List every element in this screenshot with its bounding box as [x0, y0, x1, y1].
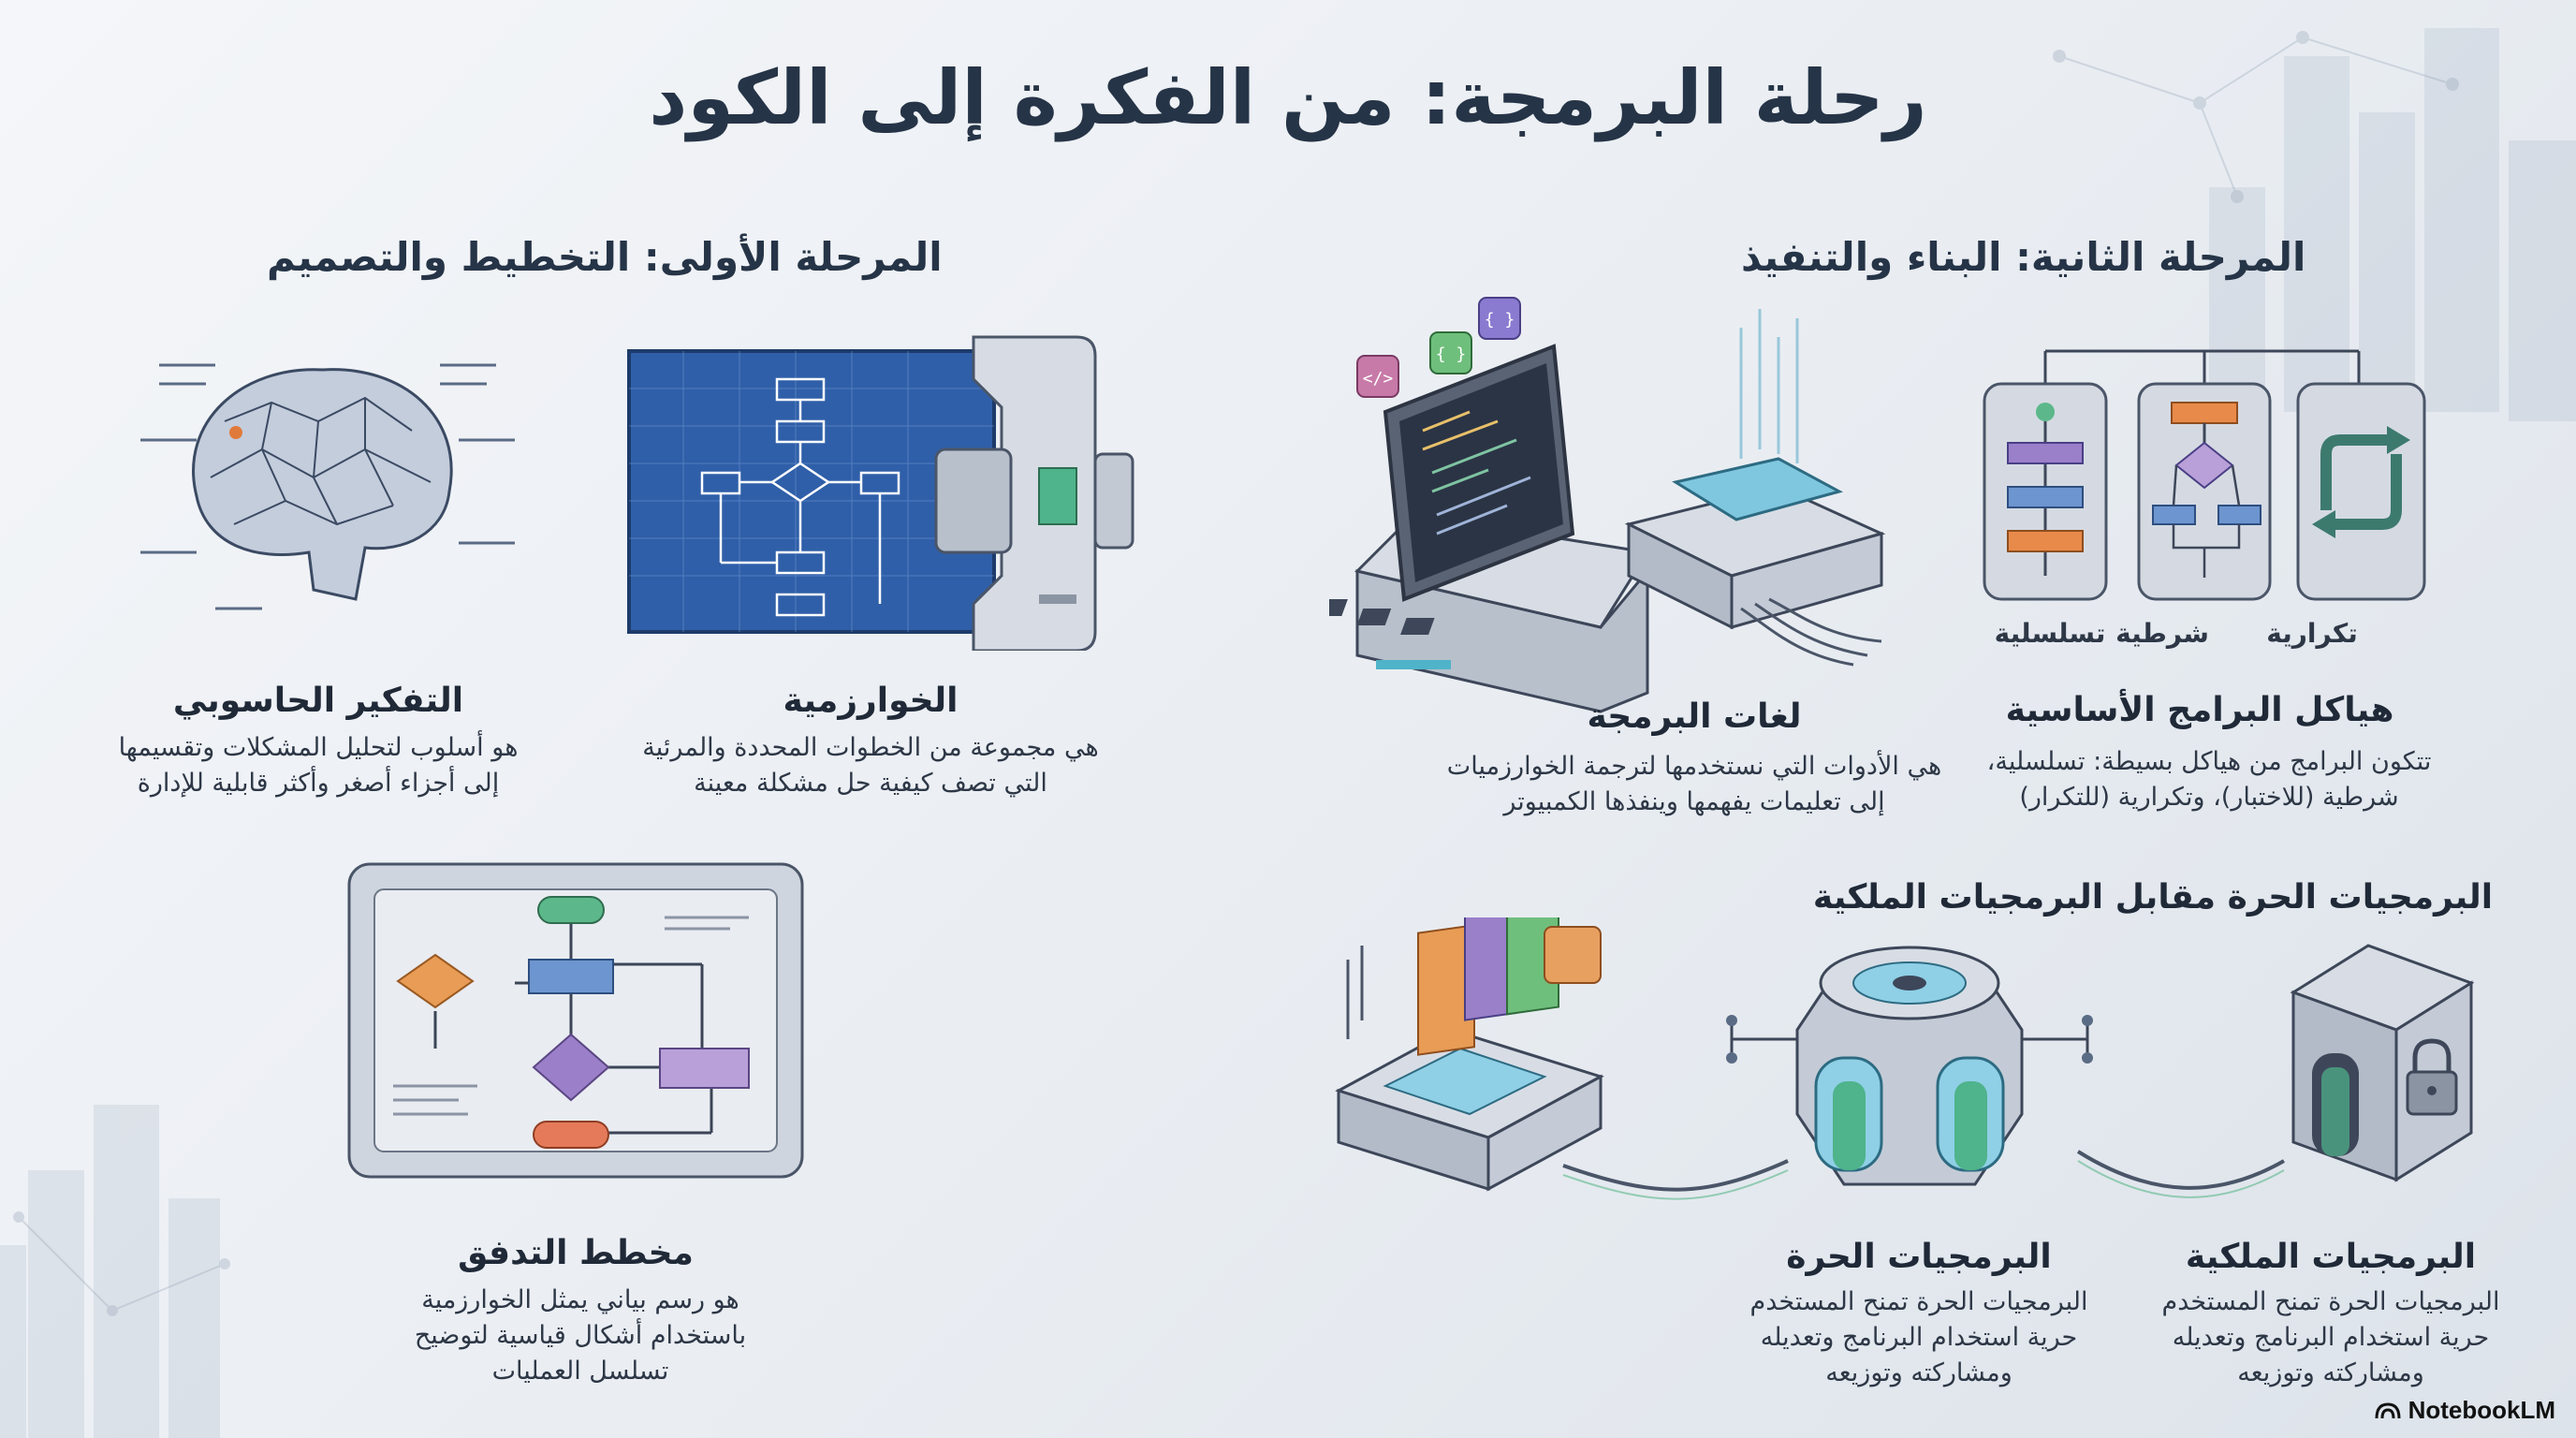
program-structures-title: هياكل البرامج الأساسية	[2005, 691, 2394, 729]
programming-computer-icon: </> { } { }	[1329, 297, 1886, 713]
desc-line: إلى أجزاء أصغر وأكثر قابلية للإدارة	[137, 769, 500, 798]
flowchart-title: مخطط التدفق	[458, 1234, 694, 1272]
computational-thinking-title: التفكير الحاسوبي	[172, 682, 464, 720]
algorithm-blueprint-icon	[627, 335, 1134, 651]
badge-code: </>	[1363, 369, 1394, 389]
free-software-title: البرمجيات الحرة	[1786, 1238, 2052, 1276]
algorithm-desc: هي مجموعة من الخطوات المحددة والمرئية ال…	[618, 730, 1123, 801]
badge-brace-purple: { }	[1485, 310, 1515, 330]
loop-arrow-icon	[2387, 426, 2410, 454]
program-structures-icon	[1983, 349, 2426, 601]
loop-arrow-icon	[2312, 510, 2335, 538]
brace-icon	[1478, 297, 1521, 340]
computational-thinking-desc: هو أسلوب لتحليل المشكلات وتقسيمها إلى أج…	[94, 730, 543, 801]
desc-line: البرمجيات الحرة تمنح المستخدم	[2161, 1287, 2500, 1316]
brain-icon	[140, 363, 515, 610]
flowchart-tablet-icon	[347, 862, 804, 1179]
desc-line: حرية استخدام البرنامج وتعديله	[2172, 1323, 2490, 1352]
proprietary-software-title: البرمجيات الملكية	[2185, 1238, 2477, 1276]
desc-line: هي مجموعة من الخطوات المحددة والمرئية	[642, 733, 1099, 762]
desc-line: باستخدام أشكال قياسية لتوضيح	[414, 1321, 747, 1350]
desc-line: حرية استخدام البرنامج وتعديله	[1760, 1323, 2078, 1352]
algorithm-title: الخوارزمية	[783, 682, 959, 720]
desc-line: هو رسم بياني يمثل الخوارزمية	[421, 1285, 739, 1314]
phase-one-heading: المرحلة الأولى: التخطيط والتصميم	[267, 234, 943, 280]
sequential-label: تسلسلية	[1994, 618, 2106, 649]
conditional-card	[2137, 382, 2272, 601]
programming-languages-desc: هي الأدوات التي نستخدمها لترجمة الخوارزم…	[1404, 749, 1984, 820]
desc-line: تتكون البرامج من هياكل بسيطة: تسلسلية،	[1986, 747, 2432, 776]
programming-languages-title: لغات البرمجة	[1587, 697, 1802, 736]
desc-line: البرمجيات الحرة تمنح المستخدم	[1749, 1287, 2088, 1316]
brace-icon	[1429, 331, 1472, 374]
code-tag-icon	[1356, 355, 1399, 398]
desc-line: هي الأدوات التي نستخدمها لترجمة الخوارزم…	[1446, 752, 1942, 781]
program-structures-desc: تتكون البرامج من هياكل بسيطة: تسلسلية، ش…	[1984, 744, 2434, 815]
software-heading: البرمجيات الحرة مقابل البرمجيات الملكية	[1812, 878, 2494, 917]
iterative-card	[2296, 382, 2426, 601]
desc-line: ومشاركته وتوزيعه	[1825, 1358, 2012, 1387]
desc-line: ومشاركته وتوزيعه	[2237, 1358, 2424, 1387]
brand-watermark: NotebookLM	[2375, 1396, 2555, 1425]
padlock-icon	[2406, 1038, 2458, 1116]
iterative-label: تكرارية	[2266, 618, 2358, 649]
desc-line: التي تصف كيفية حل مشكلة معينة	[694, 769, 1047, 798]
badge-brace-green: { }	[1436, 345, 1467, 364]
page-title: رحلة البرمجة: من الفكرة إلى الكود	[649, 54, 1927, 141]
desc-line: إلى تعليمات يفهمها وينفذها الكمبيوتر	[1503, 787, 1885, 816]
desc-line: هو أسلوب لتحليل المشكلات وتقسيمها	[118, 733, 519, 762]
brand-label: NotebookLM	[2408, 1396, 2555, 1424]
desc-line: شرطية (للاختبار)، وتكرارية (للتكرار)	[2019, 783, 2399, 812]
software-comparison-icon	[1335, 917, 2475, 1200]
flowchart-desc: هو رسم بياني يمثل الخوارزمية باستخدام أش…	[365, 1283, 796, 1389]
desc-line: تسلسل العمليات	[491, 1357, 669, 1386]
conditional-label: شرطية	[2115, 618, 2209, 649]
notebooklm-logo-icon	[2375, 1401, 2401, 1418]
proprietary-software-desc: البرمجيات الحرة تمنح المستخدم حرية استخد…	[2125, 1284, 2537, 1391]
phase-two-heading: المرحلة الثانية: البناء والتنفيذ	[1741, 234, 2306, 280]
free-software-desc: البرمجيات الحرة تمنح المستخدم حرية استخد…	[1713, 1284, 2125, 1391]
